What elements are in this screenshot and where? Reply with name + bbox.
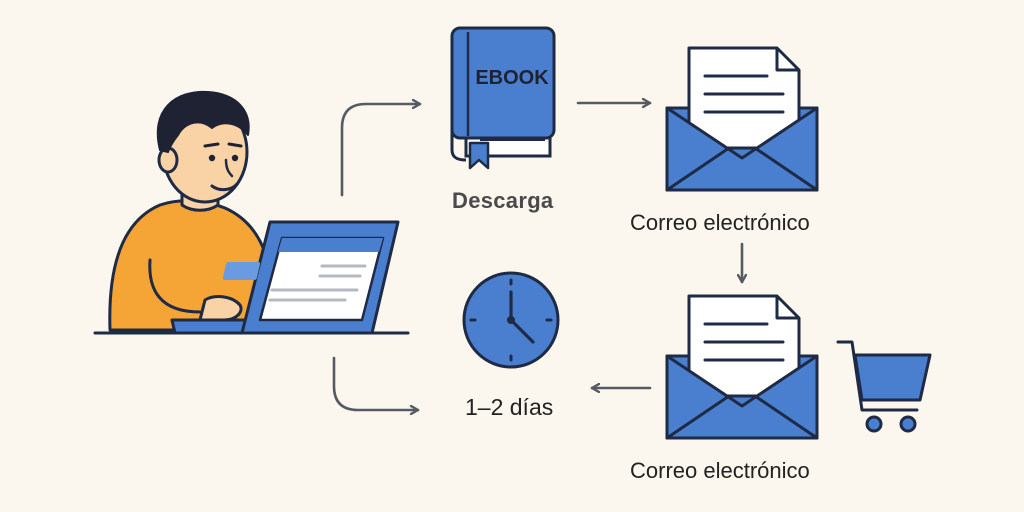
shopping-cart-icon xyxy=(836,340,932,433)
clock-icon xyxy=(462,271,560,369)
arrow-icon xyxy=(340,104,422,197)
ebook-cover-text: EBOOK xyxy=(475,67,549,89)
email-label-top: Correo electrónico xyxy=(630,210,810,235)
email-label-bottom: Correo electrónico xyxy=(630,458,810,483)
ebook-icon: EBOOK xyxy=(450,26,556,170)
person-at-laptop-illustration xyxy=(93,90,410,335)
download-label: Descarga xyxy=(452,188,554,213)
envelope-with-letter-icon xyxy=(665,294,819,440)
delivery-time-label: 1–2 días xyxy=(465,394,554,420)
arrow-icon xyxy=(332,356,420,410)
envelope-with-letter-icon xyxy=(665,46,819,192)
